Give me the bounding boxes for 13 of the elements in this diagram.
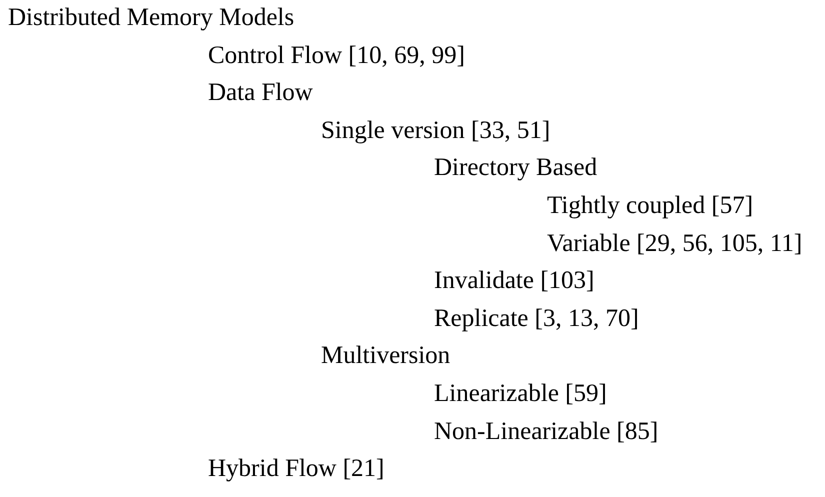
- tree-item-label: Non-Linearizable [85]: [434, 416, 658, 447]
- tree-item-label: Linearizable [59]: [434, 379, 607, 409]
- tree-item-label: Hybrid Flow [21]: [208, 454, 384, 484]
- tree-item-label: Variable [29, 56, 105, 11]: [547, 228, 802, 259]
- tree-item-label: Replicate [3, 13, 70]: [434, 304, 639, 334]
- tree-item-label: Directory Based: [434, 153, 598, 184]
- tree-item-label: Control Flow [10, 69, 99]: [208, 40, 465, 71]
- tree-item-label: Single version [33, 51]: [321, 116, 550, 146]
- tree-item-label: Tightly coupled [57]: [547, 191, 754, 221]
- tree-item-label: Invalidate [103]: [434, 266, 594, 296]
- tree-root-label: Distributed Memory Models: [8, 3, 294, 33]
- tree-item-label: Data Flow: [208, 78, 313, 108]
- tree-item-label: Multiversion: [321, 341, 450, 372]
